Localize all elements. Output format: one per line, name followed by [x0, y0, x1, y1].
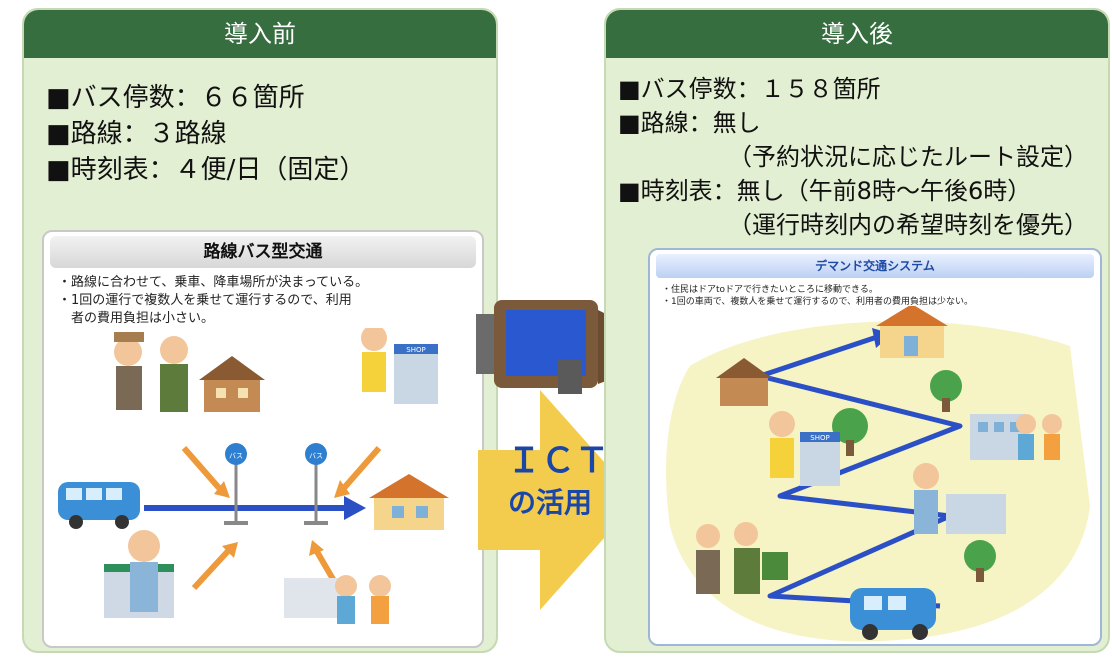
route-bus-card-description: ・路線に合わせて、乗車、降車場所が決まっている。 ・1回の運行で複数人を乗せて運…: [44, 272, 482, 330]
ict-transition: ＩＣＴ の活用: [476, 300, 638, 610]
feeder-arrows: [181, 446, 382, 600]
bus-stop-icon: バス: [304, 443, 328, 525]
demand-transport-card-title: デマンド交通システム: [656, 254, 1094, 278]
before-fact-bus-stops: ■バス停数：６６箇所: [46, 83, 305, 113]
bus-icon: [58, 482, 140, 529]
shop-icon: SHOP: [769, 411, 840, 486]
after-fact-routes-note: （予約状況に応じたルート設定）: [728, 143, 1088, 171]
after-fact-timetable-note: （運行時刻内の希望時刻を優先）: [728, 211, 1088, 239]
after-fact-routes: ■路線：無し: [618, 109, 761, 137]
shop-icon: SHOP: [361, 328, 438, 404]
before-header: 導入前: [24, 10, 496, 58]
house-icon: [199, 356, 265, 412]
demand-desc-line: ・1回の車両で、複数人を乗せて運行するので、利用者の費用負担は少ない。: [662, 297, 974, 307]
children-icon: [1016, 414, 1062, 460]
before-panel: 導入前 ■バス停数：６６箇所 ■路線：３路線 ■時刻表：４便/日（固定） 路線バ…: [22, 8, 498, 653]
van-icon: [850, 588, 936, 640]
bus-route-arrowhead: [344, 496, 366, 520]
man-icon: [913, 463, 1006, 534]
tree-icon: [964, 540, 996, 582]
elderly-couple-icon: [696, 522, 788, 594]
route-bus-desc-line: ・路線に合わせて、乗車、降車場所が決まっている。: [58, 275, 369, 290]
bus-stop-label: バス: [229, 452, 243, 460]
house-icon: [876, 306, 948, 358]
shop-label: SHOP: [406, 346, 425, 354]
after-header: 導入後: [606, 10, 1108, 58]
demand-transport-card: デマンド交通システム ・住民はドアtoドアで行きたいところに移動できる。 ・1回…: [648, 248, 1102, 646]
after-facts: ■バス停数：１５８箇所 ■路線：無し （予約状況に応じたルート設定） ■時刻表：…: [618, 72, 1088, 242]
route-bus-card-title: 路線バス型交通: [50, 236, 476, 268]
ict-arrow-line2: の活用: [508, 486, 592, 519]
ict-arrow-line1: ＩＣＴ: [507, 441, 609, 481]
after-panel: 導入後 ■バス停数：１５８箇所 ■路線：無し （予約状況に応じたルート設定） ■…: [604, 8, 1110, 653]
tree-icon: [930, 370, 962, 412]
demand-route: [759, 333, 963, 609]
after-fact-timetable: ■時刻表：無し（午前8時〜午後6時）: [618, 177, 1032, 205]
elderly-couple-icon: [114, 332, 188, 412]
shop-label: SHOP: [810, 434, 829, 442]
tree-icon: [832, 408, 868, 456]
destination-building-icon: [369, 474, 449, 530]
bus-stop-icon: バス: [224, 443, 248, 525]
before-fact-routes: ■路線：３路線: [46, 119, 227, 149]
after-fact-bus-stops: ■バス停数：１５８箇所: [618, 75, 881, 103]
route-bus-desc-line: ・1回の運行で複数人を乗せて運行するので、利用: [58, 293, 352, 308]
children-icon: [284, 575, 391, 624]
demand-transport-card-description: ・住民はドアtoドアで行きたいところに移動できる。 ・1回の車両で、複数人を乗せ…: [650, 282, 1100, 310]
man-icon: [104, 530, 174, 618]
ict-arrow: ＩＣＴ の活用: [478, 390, 638, 610]
before-fact-timetable: ■時刻表：４便/日（固定）: [46, 155, 366, 185]
route-bus-illustration: バス バス: [58, 328, 449, 624]
route-bus-card: 路線バス型交通 ・路線に合わせて、乗車、降車場所が決まっている。 ・1回の運行で…: [42, 230, 484, 648]
bus-stop-label: バス: [309, 452, 323, 460]
route-bus-desc-line: 者の費用負担は小さい。: [58, 311, 215, 326]
demand-illustration: SHOP: [666, 306, 1090, 642]
house-icon: [716, 358, 772, 406]
demand-desc-line: ・住民はドアtoドアで行きたいところに移動できる。: [662, 285, 878, 295]
before-facts: ■バス停数：６６箇所 ■路線：３路線 ■時刻表：４便/日（固定）: [46, 80, 365, 188]
